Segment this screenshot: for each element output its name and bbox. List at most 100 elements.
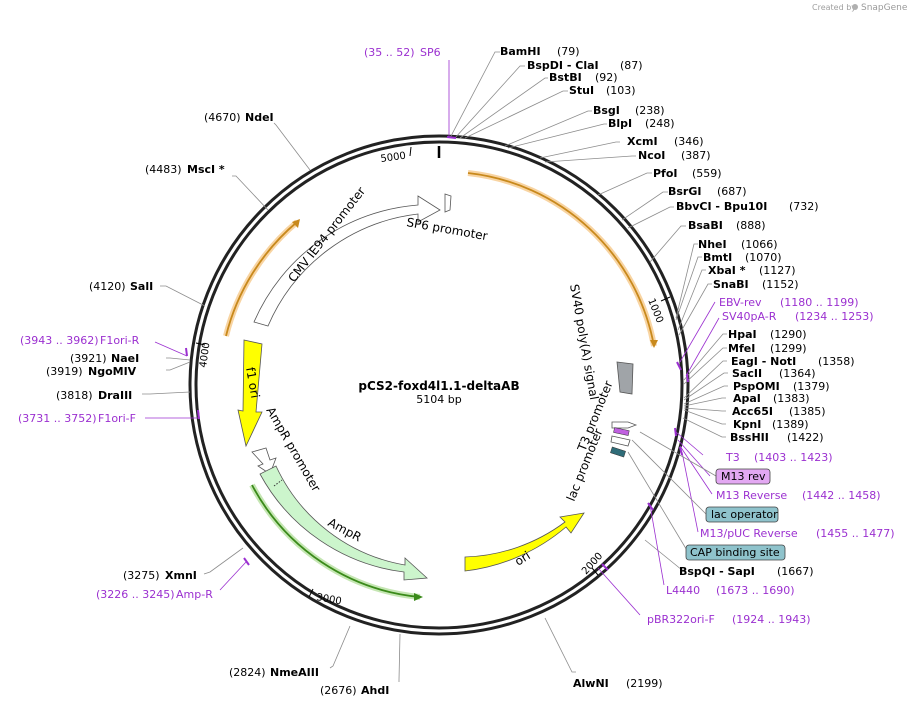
ampr-arc <box>251 484 421 598</box>
credit-text: Created by <box>812 3 856 12</box>
enzyme-xmni: (3275)XmnI <box>123 569 197 582</box>
enzyme-pfoi: PfoI (559) <box>653 167 722 180</box>
svg-text:(1364): (1364) <box>779 367 816 380</box>
svg-text:Amp-R: Amp-R <box>176 588 213 601</box>
svg-text:(1066): (1066) <box>741 238 778 251</box>
lac-promoter-feature <box>610 435 631 447</box>
ampr-arc-arrowhead <box>414 593 423 601</box>
enzyme-bspqi-sapi: BspQI - SapI (1667) <box>679 565 814 578</box>
ampr-promoter-feature <box>251 447 277 475</box>
svg-text:(87): (87) <box>620 59 643 72</box>
svg-text:BbvCI - Bpu10I: BbvCI - Bpu10I <box>676 200 767 213</box>
svg-text:(387): (387) <box>681 149 711 162</box>
enzyme-bsgi: BsgI (238) <box>593 104 665 117</box>
svg-text:(559): (559) <box>692 167 722 180</box>
svg-text:SalI: SalI <box>130 280 153 293</box>
svg-text:(4670): (4670) <box>204 111 241 124</box>
cap-site-feature <box>610 446 626 458</box>
snapgene-logo-icon <box>852 4 858 10</box>
left-arc-arrowhead <box>292 219 300 228</box>
svg-text:SV40pA-R: SV40pA-R <box>722 310 777 323</box>
enzyme-acc65i: Acc65I(1385) <box>732 405 826 418</box>
svg-text:NmeAIII: NmeAIII <box>270 666 319 679</box>
enzyme-ahdi: (2676) AhdI <box>320 684 389 697</box>
backbone-inner-ring <box>194 140 684 630</box>
svg-text:DraIII: DraIII <box>98 389 132 402</box>
sv40-polya-feature <box>616 361 634 395</box>
svg-text:(1442 .. 1458): (1442 .. 1458) <box>802 489 881 502</box>
svg-text:F1ori-R: F1ori-R <box>100 334 140 347</box>
svg-text:(3921): (3921) <box>70 352 107 365</box>
svg-text:(687): (687) <box>717 185 747 198</box>
svg-text:BspQI - SapI: BspQI - SapI <box>679 565 755 578</box>
cmv-promoter-feature <box>253 195 441 327</box>
enzyme-apai: ApaI(1383) <box>733 392 810 405</box>
svg-text:(1667): (1667) <box>777 565 814 578</box>
svg-text:AhdI: AhdI <box>361 684 389 697</box>
svg-text:NcoI: NcoI <box>638 149 665 162</box>
svg-text:(4483): (4483) <box>145 163 182 176</box>
svg-text:(1358): (1358) <box>818 355 855 368</box>
svg-text:(1673 .. 1690): (1673 .. 1690) <box>716 584 795 597</box>
svg-text:MfeI: MfeI <box>728 342 755 355</box>
enzyme-xbai: XbaI *(1127) <box>708 264 796 277</box>
svg-text:lac operator: lac operator <box>711 508 778 521</box>
primer-m13-puc-reverse: M13/pUC Reverse (1455 .. 1477) <box>700 527 895 540</box>
boxed-label-cap-binding-site: CAP binding site <box>627 451 786 561</box>
svg-text:(1455 .. 1477): (1455 .. 1477) <box>816 527 895 540</box>
svg-text:XcmI: XcmI <box>627 135 658 148</box>
svg-text:pBR322ori-F: pBR322ori-F <box>647 613 715 626</box>
backbone-outer-ring <box>188 134 690 636</box>
svg-text:(2676): (2676) <box>320 684 357 697</box>
svg-text:5000: 5000 <box>380 151 407 165</box>
svg-text:(4120): (4120) <box>89 280 126 293</box>
enzyme-kpni: KpnI(1389) <box>733 418 809 431</box>
enzyme-hpai: HpaI(1290) <box>728 328 807 341</box>
svg-text:PfoI: PfoI <box>653 167 678 180</box>
svg-text:(238): (238) <box>635 104 665 117</box>
enzyme-eagi-noti: EagI - NotI(1358) <box>731 355 855 368</box>
svg-text:Acc65I: Acc65I <box>732 405 773 418</box>
plasmid-length: 5104 bp <box>416 393 461 406</box>
primer-f1ori-r: (3943 .. 3962)F1ori-R <box>20 334 140 347</box>
svg-text:(3818): (3818) <box>56 389 93 402</box>
primer-m13-reverse: M13 Reverse (1442 .. 1458) <box>716 489 881 502</box>
svg-text:(1152): (1152) <box>762 278 799 291</box>
sv40-polya-label: SV40 poly(A) signal <box>567 283 601 401</box>
primer-pbr322ori-f: pBR322ori-F (1924 .. 1943) <box>647 613 811 626</box>
enzyme-ngomiv: (3919)NgoMIV <box>46 365 137 378</box>
svg-text:M13/pUC Reverse: M13/pUC Reverse <box>700 527 798 540</box>
svg-text:XmnI: XmnI <box>165 569 197 582</box>
svg-text:EBV-rev: EBV-rev <box>719 296 762 309</box>
enzyme-pspomi: PspOMI(1379) <box>733 380 830 393</box>
svg-text:(2824): (2824) <box>229 666 266 679</box>
svg-text:(3226 .. 3245): (3226 .. 3245) <box>96 588 175 601</box>
svg-text:BsgI: BsgI <box>593 104 620 117</box>
enzyme-snabi: SnaBI(1152) <box>713 278 799 291</box>
svg-text:BsaBI: BsaBI <box>688 219 723 232</box>
enzyme-ndei: (4670)NdeI <box>204 111 274 124</box>
svg-text:(346): (346) <box>674 135 704 148</box>
svg-text:(92): (92) <box>595 71 618 84</box>
svg-text:M13 Reverse: M13 Reverse <box>716 489 787 502</box>
svg-text:(79): (79) <box>557 45 580 58</box>
ampr-feature <box>259 465 428 581</box>
enzyme-bsabi: BsaBI(888) <box>688 219 766 232</box>
svg-text:StuI: StuI <box>569 84 594 97</box>
primer-amp-r: (3226 .. 3245)Amp-R <box>96 588 213 601</box>
enzyme-bstbi: BstBI(92) <box>549 71 618 84</box>
svg-text:(1234 .. 1253): (1234 .. 1253) <box>795 310 874 323</box>
orf-arc-arrowhead <box>650 340 658 348</box>
orf-arc <box>467 172 655 347</box>
svg-text:(3919): (3919) <box>46 365 83 378</box>
svg-text:(3943 .. 3962): (3943 .. 3962) <box>20 334 99 347</box>
svg-text:(1379): (1379) <box>793 380 830 393</box>
primer-f1ori-f: (3731 .. 3752)F1ori-F <box>18 412 136 425</box>
left-arc <box>225 221 298 337</box>
svg-text:(732): (732) <box>789 200 819 213</box>
enzyme-alwni: AlwNI(2199) <box>573 677 663 690</box>
svg-text:3000: 3000 <box>315 592 342 607</box>
svg-text:(1924 .. 1943): (1924 .. 1943) <box>732 613 811 626</box>
svg-text:(1299): (1299) <box>770 342 807 355</box>
f1-ori-feature <box>237 339 263 448</box>
